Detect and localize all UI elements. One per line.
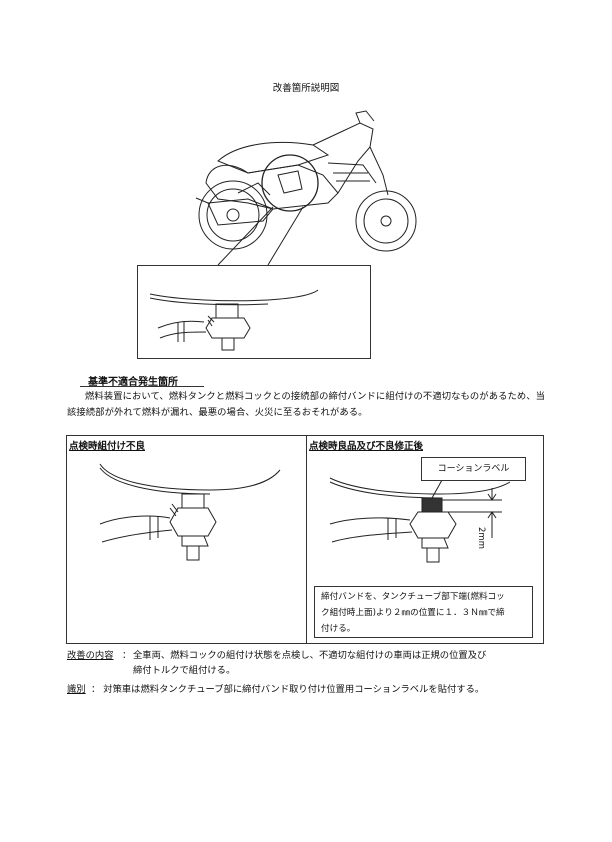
section-heading: 基準不適合発生箇所 [88, 377, 178, 388]
tightening-note-box: 締付バンドを、タンクチューブ部下端(燃料コッ ク組付時上面)より２㎜の位置に１．… [314, 586, 533, 638]
incorrect-assembly-illustration [99, 463, 281, 561]
improvement-label: 改善の内容 [67, 650, 114, 661]
improvement-separator: ： [122, 650, 132, 661]
identification-body: 対策車は燃料タンクチューブ部に締付バンド取り付け位置用コーションラベルを貼付する… [103, 684, 485, 695]
description-paragraph: 燃料装置において、燃料タンクと燃料コックとの接続部の締付バンドに組付けの不適切な… [67, 391, 546, 418]
caution-label-callout: コーションラベル [421, 457, 526, 481]
note-line: 付ける。 [321, 624, 356, 634]
correct-assembly-illustration [329, 477, 511, 563]
note-line: 締付バンドを、タンクチューブ部下端(燃料コッ [321, 592, 505, 602]
left-pane-title: 点検時組付け不良 [69, 441, 146, 452]
identification-label: 識別 [67, 684, 86, 695]
dimension-label: 2mm [476, 527, 486, 549]
identification-text: ： 対策車は燃料タンクチューブ部に締付バンド取り付け位置用コーションラベルを貼付… [91, 682, 484, 697]
improvement-text-line2: 締付トルクで組付ける。 [133, 665, 236, 676]
right-pane-title: 点検時良品及び不良修正後 [309, 441, 424, 452]
detail-view-box [137, 265, 371, 359]
fuel-cock-detail-illustration [149, 289, 319, 351]
scooter-illustration [195, 110, 417, 266]
section-heading-underline [80, 386, 204, 387]
identification-separator: ： [91, 684, 101, 695]
note-line: ク組付時上面)より２㎜の位置に１．３Ｎ㎜で締 [321, 608, 505, 618]
page-title: 改善箇所説明図 [272, 83, 340, 94]
comparison-divider [306, 436, 307, 643]
improvement-text-line1: 全車両、燃料コックの組付け状態を点検し、不適切な組付けの車両は正規の位置及び [133, 650, 487, 661]
comparison-box [66, 435, 544, 644]
